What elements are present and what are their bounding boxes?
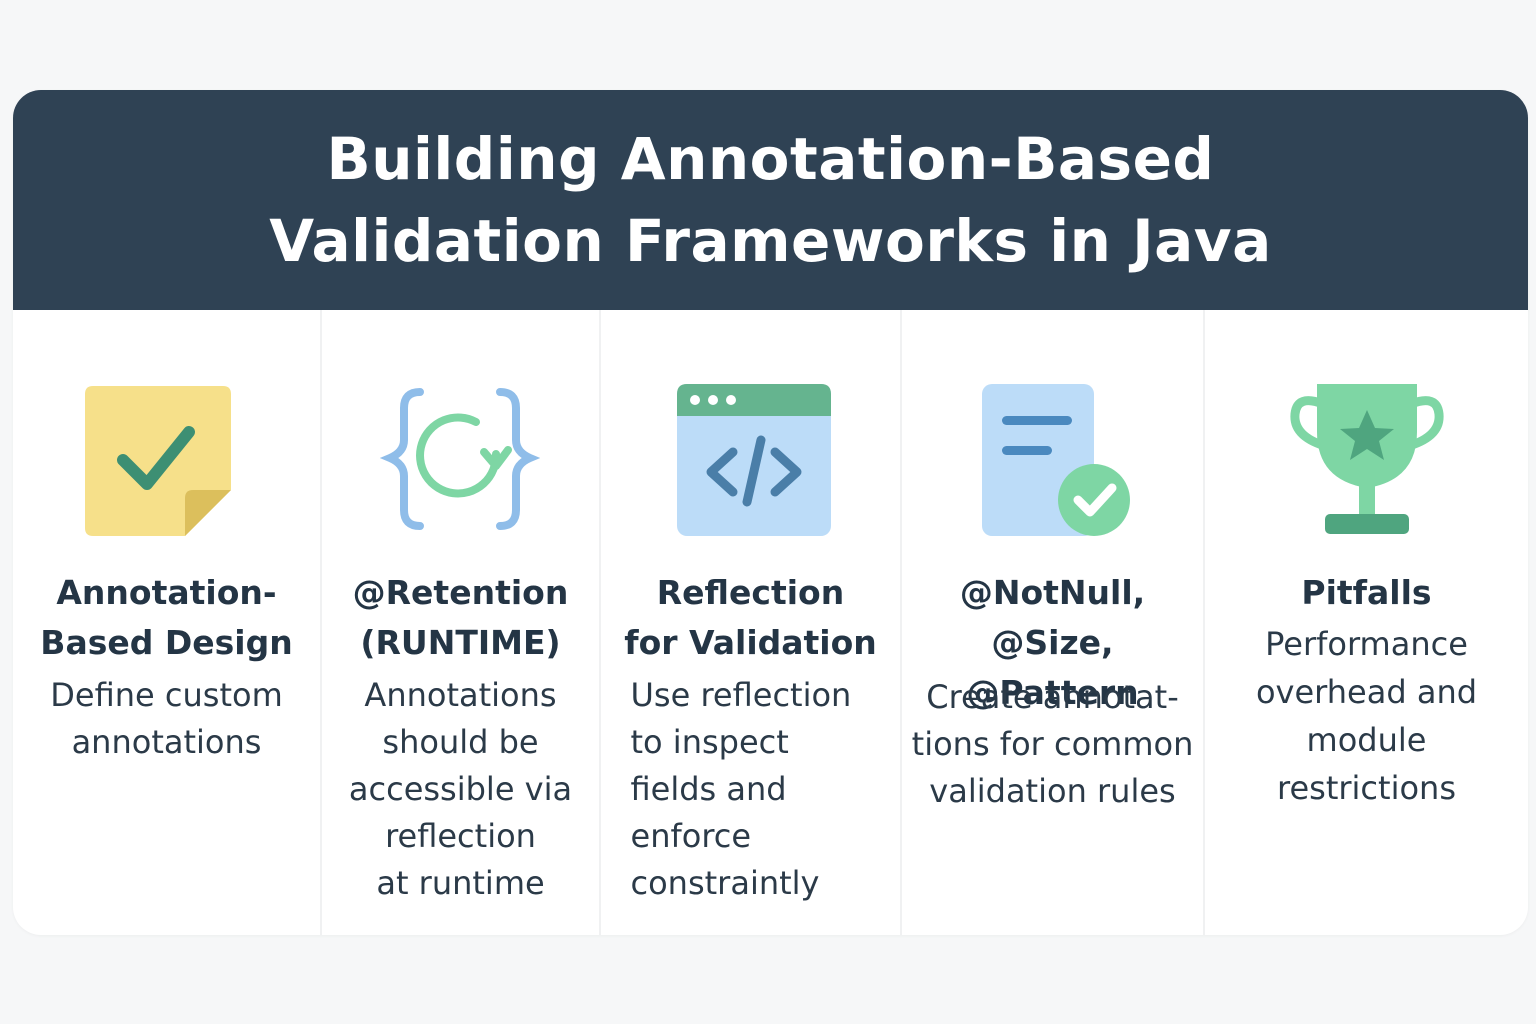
sticky-note-checkmark-icon — [85, 380, 245, 540]
column-title: @NotNull, @Size, @Pattern — [959, 573, 1146, 712]
column-retention-runtime: @Retention (RUNTIME) Annotations should … — [320, 310, 599, 935]
column-title: Annotation- Based Design — [40, 573, 293, 662]
column-description: Define custom annotations — [50, 676, 283, 761]
column-pitfalls: Pitfalls Performance overhead and module… — [1203, 310, 1528, 935]
column-description: Create annotat- tions for common validat… — [911, 678, 1194, 810]
browser-code-icon — [675, 380, 835, 540]
column-description: Annotations should be accessible via ref… — [348, 676, 573, 902]
column-description: Performance overhead and module restrict… — [1255, 625, 1478, 807]
column-title: Reflection for Validation — [624, 573, 877, 662]
column-description: Use reflection to inspect fields and enf… — [630, 676, 852, 902]
column-title: Pitfalls — [1301, 573, 1432, 612]
column-title: @Retention (RUNTIME) — [352, 573, 569, 662]
column-annotation-based-design: Annotation- Based Design Define custom a… — [13, 310, 320, 935]
feature-columns: Annotation- Based Design Define custom a… — [13, 310, 1528, 935]
document-checkmark-icon — [980, 380, 1140, 540]
infographic-card: Building Annotation-Based Validation Fra… — [13, 90, 1528, 935]
column-notnull-size-pattern: @NotNull, @Size, @Pattern Create annotat… — [900, 310, 1203, 935]
page-title: Building Annotation-Based Validation Fra… — [269, 125, 1272, 275]
trophy-star-icon — [1287, 380, 1447, 540]
column-reflection-for-validation: Reflection for Validation Use reflection… — [599, 310, 900, 935]
header-banner: Building Annotation-Based Validation Fra… — [13, 90, 1528, 310]
braces-refresh-icon — [380, 380, 540, 540]
